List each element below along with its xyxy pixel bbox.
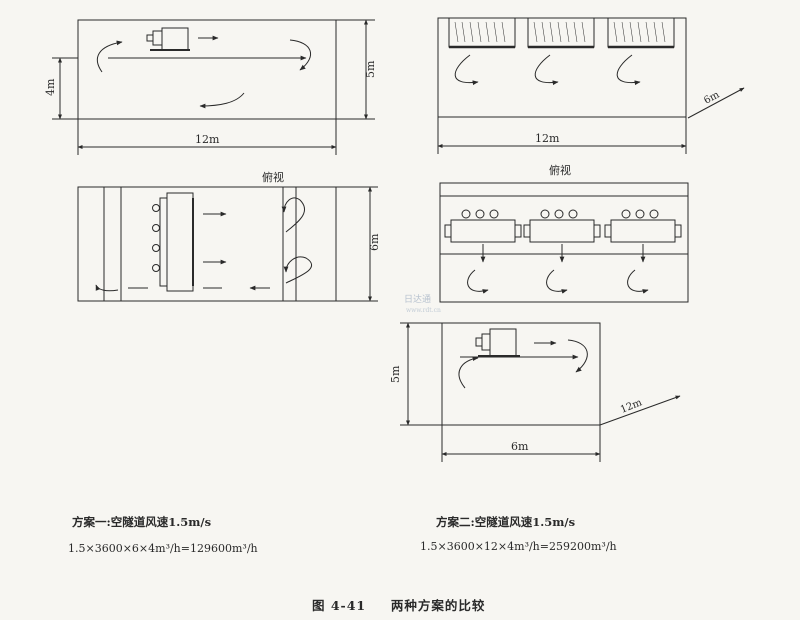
- watermark-logo: 日达通: [404, 293, 431, 305]
- scheme1-side-view: [52, 19, 375, 155]
- scheme2-top-view: [439, 182, 689, 303]
- width-label: 12m: [195, 133, 220, 146]
- plan2-title: 方案二:空隧道风速1.5m/s: [436, 515, 576, 529]
- curved-flow-arrow: [534, 54, 559, 86]
- vehicle-icon: [152, 192, 194, 292]
- curved-flow-arrow: [283, 256, 313, 284]
- height-label: 5m: [364, 60, 377, 78]
- top-view-label: 俯视: [262, 170, 284, 184]
- curved-flow-arrow: [289, 39, 312, 71]
- curved-flow-arrow: [97, 40, 123, 73]
- depth-label: 6m: [368, 233, 381, 251]
- scheme1-top-room: [77, 186, 337, 302]
- dimension-line: [687, 87, 745, 119]
- figure-number: 图 4-41: [312, 598, 367, 613]
- diagonal-label: 12m: [619, 397, 644, 416]
- scheme2-side2-room: [441, 322, 601, 426]
- dimension-line: [599, 395, 681, 426]
- height-label: 5m: [389, 365, 402, 383]
- vehicle-icon: [146, 27, 190, 51]
- panel-units: [448, 17, 675, 49]
- scheme1-top-view: [77, 186, 378, 302]
- plan2-formula: 1.5×3600×12×4m³/h=259200m³/h: [420, 540, 617, 553]
- diagonal-label: 6m: [702, 89, 722, 106]
- plan1-title: 方案一:空隧道风速1.5m/s: [72, 515, 212, 529]
- scheme2-side-view: [437, 17, 745, 154]
- curved-flow-arrow: [567, 339, 588, 373]
- curved-flow-arrow: [467, 269, 489, 294]
- curved-flow-arrow: [546, 269, 568, 294]
- scheme1-side-room: [77, 19, 337, 120]
- curved-flow-arrow: [281, 197, 306, 233]
- width-label: 12m: [535, 132, 560, 145]
- scheme2-side-view-2: [400, 322, 681, 462]
- curved-flow-arrow: [627, 269, 649, 294]
- figure-title: 两种方案的比较: [390, 598, 486, 613]
- vehicle-icon: [475, 328, 520, 357]
- watermark-url: www.rdt.cn: [406, 307, 441, 314]
- curved-flow-arrow: [454, 54, 479, 86]
- top-view-label: 俯视: [549, 163, 571, 177]
- width-label: 6m: [511, 440, 529, 453]
- curved-flow-arrow: [199, 92, 245, 109]
- vehicle-row: [444, 209, 682, 243]
- height-label: 4m: [44, 78, 57, 96]
- scheme2-top-room: [439, 182, 689, 303]
- curved-flow-arrow: [616, 54, 641, 86]
- curved-flow-arrow: [95, 284, 119, 292]
- plan1-formula: 1.5×3600×6×4m³/h=129600m³/h: [68, 542, 258, 555]
- figure-caption: 图 4-41 两种方案的比较: [312, 595, 485, 614]
- curved-flow-arrow: [458, 356, 479, 389]
- scheme2-side-room: [437, 17, 687, 118]
